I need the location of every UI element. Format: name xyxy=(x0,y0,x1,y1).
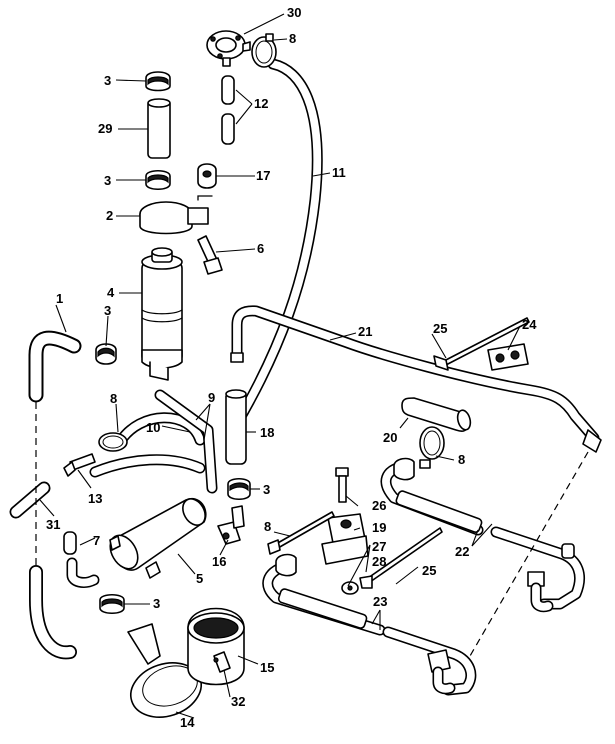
callout-24: 24 xyxy=(522,317,537,332)
screw-32 xyxy=(213,651,231,673)
connector-13 xyxy=(63,453,96,477)
callout-10: 10 xyxy=(146,420,160,435)
hose-31 xyxy=(9,481,51,519)
callout-15: 15 xyxy=(260,660,274,675)
callout-23: 23 xyxy=(373,594,387,609)
clamp-3-center xyxy=(227,477,251,501)
washer-28 xyxy=(341,581,359,595)
filter-bracket-2 xyxy=(139,195,213,235)
elbow-17 xyxy=(197,163,217,189)
fuel-filter-4 xyxy=(141,247,183,381)
clamp-19 xyxy=(321,513,369,565)
clamp-8-top xyxy=(251,33,277,68)
fuel-line-23 xyxy=(262,553,477,696)
elbow-16 xyxy=(217,505,245,545)
callout-31: 31 xyxy=(46,517,60,532)
callout-30: 30 xyxy=(287,5,301,20)
callout-16: 16 xyxy=(212,554,226,569)
bracket-14 xyxy=(127,623,202,718)
callout-8-lower: 8 xyxy=(264,519,271,534)
clamp-3-left xyxy=(95,343,117,365)
sleeve-15 xyxy=(187,607,245,686)
hose-7 xyxy=(63,531,100,588)
callout-27: 27 xyxy=(372,539,386,554)
callout-labels: 30 8 3 12 29 3 17 11 2 6 4 1 3 21 25 24 … xyxy=(46,5,537,730)
callout-3-left: 3 xyxy=(104,303,111,318)
callout-19: 19 xyxy=(372,520,386,535)
phantom-lines xyxy=(35,402,589,657)
callout-4: 4 xyxy=(107,285,115,300)
callout-8-top: 8 xyxy=(289,31,296,46)
callout-25-lower: 25 xyxy=(422,563,436,578)
callout-1: 1 xyxy=(56,291,63,306)
callout-6: 6 xyxy=(257,241,264,256)
callout-28: 28 xyxy=(372,554,386,569)
cable-tie-8 xyxy=(267,511,335,555)
fuel-hose-11 xyxy=(230,58,323,431)
fuel-pump-30 xyxy=(206,30,251,67)
callout-26: 26 xyxy=(372,498,386,513)
callout-3-mid: 3 xyxy=(104,173,111,188)
fuel-line-22 xyxy=(380,457,585,613)
callout-29: 29 xyxy=(98,121,112,136)
callout-21: 21 xyxy=(358,324,372,339)
clamp-3-top xyxy=(145,71,171,92)
hose-29 xyxy=(147,98,171,159)
fitting-18 xyxy=(225,389,247,465)
fuel-filter-5 xyxy=(109,497,207,579)
hose-12 xyxy=(221,75,235,145)
clamp-8-left xyxy=(98,432,128,452)
hose-1 xyxy=(28,330,82,403)
callout-14: 14 xyxy=(180,715,195,730)
clamp-8-right xyxy=(419,426,445,469)
callout-22: 22 xyxy=(455,544,469,559)
cable-tie-25-top xyxy=(433,317,530,371)
callout-17: 17 xyxy=(256,168,270,183)
callout-3-top: 3 xyxy=(104,73,111,88)
cable-tie-25-lower xyxy=(359,527,443,589)
callout-8-left: 8 xyxy=(110,391,117,406)
callout-18: 18 xyxy=(260,425,274,440)
callout-7: 7 xyxy=(93,533,100,548)
callout-32: 32 xyxy=(231,694,245,709)
leader-lines xyxy=(39,13,521,719)
clamp-3-mid xyxy=(145,169,171,191)
callout-2: 2 xyxy=(106,208,113,223)
callout-12: 12 xyxy=(254,96,268,111)
fuel-line-21 xyxy=(230,305,602,453)
callout-8-right: 8 xyxy=(458,452,465,467)
callout-5: 5 xyxy=(196,571,203,586)
callout-3-center: 3 xyxy=(263,482,270,497)
screw-6 xyxy=(197,235,223,275)
hose-lower-left xyxy=(29,565,77,660)
screw-26 xyxy=(335,467,349,503)
callout-11: 11 xyxy=(332,165,346,180)
callout-3-bottom: 3 xyxy=(153,596,160,611)
callout-13: 13 xyxy=(88,491,102,506)
hose-20 xyxy=(401,397,472,432)
clip-24 xyxy=(487,343,529,371)
callout-20: 20 xyxy=(383,430,397,445)
callout-9: 9 xyxy=(208,390,215,405)
hoses-9-10 xyxy=(89,389,218,494)
clamp-3-bottom xyxy=(99,593,125,615)
callout-25-top: 25 xyxy=(433,321,447,336)
